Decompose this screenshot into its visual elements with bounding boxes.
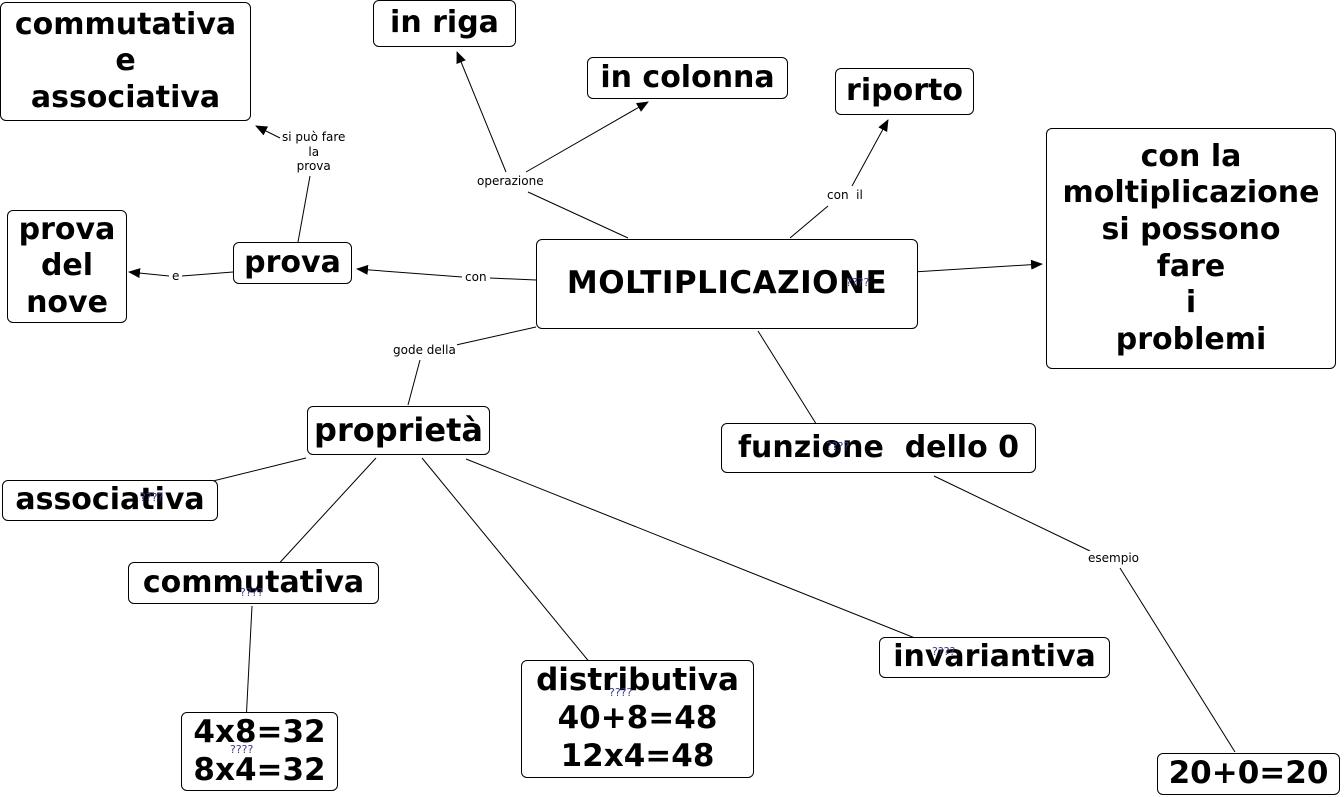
link-label-esempio: esempio [1087, 551, 1140, 566]
node-problemi-line-1: con la [1140, 138, 1242, 174]
node-problemi[interactable]: con la moltiplicazione si possono fare i… [1046, 128, 1336, 369]
placeholder-label-funzione: ???? [826, 440, 850, 453]
node-problemi-line-4: fare [1156, 248, 1226, 284]
placeholder-label-esempio-comm: ???? [230, 743, 254, 756]
placeholder-label-distributiva: ???? [609, 686, 633, 699]
edge-central-gode [455, 326, 537, 346]
node-invariantiva[interactable]: invariantiva [879, 637, 1110, 678]
node-prova-nove-line-2: del [40, 248, 94, 284]
node-comm-assoc-line-2: e [115, 43, 136, 79]
node-distributiva-line-2: 40+8=48 [557, 700, 718, 737]
edge-si-puo-comm-assoc [255, 125, 281, 139]
node-prova-nove-line-1: prova [18, 211, 116, 247]
node-moltiplicazione-label: MOLTIPLICAZIONE [566, 265, 888, 302]
node-in-colonna-label: in colonna [600, 59, 775, 95]
node-esempio-comm-line-2: 8x4=32 [193, 751, 326, 788]
link-label-si-puo-line-3: prova [296, 159, 331, 174]
link-label-si-puo-line-2: la [308, 144, 320, 159]
placeholder-label-problemi: ???? [846, 276, 870, 289]
link-label-con-il: con il [826, 188, 864, 203]
node-distributiva[interactable]: distributiva 40+8=48 12x4=48 [521, 660, 754, 778]
edge-proprieta-commutativa [261, 457, 377, 583]
placeholder-label-invariantiva: ???? [932, 645, 956, 658]
edge-central-con [489, 277, 537, 281]
node-problemi-line-6: problemi [1115, 321, 1267, 357]
link-label-operazione: operazione [476, 174, 545, 189]
node-in-colonna[interactable]: in colonna [587, 57, 788, 99]
node-associativa-label: associativa [15, 482, 205, 518]
node-proprieta-label: proprietà [314, 410, 483, 449]
node-commutativa[interactable]: commutativa [128, 562, 379, 604]
edge-funzione-esempio [933, 475, 1091, 552]
node-moltiplicazione[interactable]: MOLTIPLICAZIONE [536, 239, 918, 329]
placeholder-label-associativa: ???? [140, 491, 164, 504]
link-label-si-puo: si può fare la prova [281, 130, 347, 174]
edge-e-prova-nove [128, 268, 170, 279]
link-label-e: e [171, 269, 181, 284]
placeholder-label-commutativa: ???? [240, 586, 264, 599]
node-commutativa-label: commutativa [142, 564, 365, 600]
node-esempio-zero[interactable]: 20+0=20 [1157, 753, 1340, 795]
node-commutativa-e-associativa[interactable]: commutativa e associativa [0, 2, 251, 121]
edge-gode-proprieta [407, 359, 421, 406]
node-distributiva-line-1: distributiva [536, 662, 739, 699]
node-invariantiva-label: invariantiva [893, 639, 1096, 675]
node-in-riga-label: in riga [390, 5, 499, 41]
node-comm-assoc-line-1: commutativa [14, 6, 237, 42]
node-funzione-dello-0[interactable]: funzione dello 0 [721, 423, 1036, 473]
node-in-riga[interactable]: in riga [373, 0, 516, 47]
edge-operazione-in-riga [456, 51, 507, 173]
node-problemi-line-3: si possono [1101, 211, 1281, 247]
node-problemi-line-2: moltiplicazione [1062, 175, 1320, 211]
edge-prova-e [181, 271, 234, 277]
link-label-gode-della: gode della [392, 343, 457, 358]
node-prova-del-nove[interactable]: prova del nove [7, 210, 127, 323]
node-prova-nove-line-3: nove [26, 284, 108, 320]
node-esempio-comm-line-1: 4x8=32 [193, 714, 326, 751]
node-esempio-commutativa[interactable]: 4x8=32 8x4=32 [181, 712, 338, 791]
node-funzione-label: funzione dello 0 [737, 429, 1020, 465]
node-prova[interactable]: prova [233, 242, 352, 284]
node-riporto-label: riporto [846, 73, 963, 109]
node-distributiva-line-3: 12x4=48 [560, 737, 715, 774]
edge-central-operazione [527, 191, 629, 239]
node-esempio-zero-label: 20+0=20 [1168, 755, 1329, 792]
edge-operazione-in-colonna [525, 101, 649, 173]
node-prova-label: prova [244, 244, 341, 280]
link-label-si-puo-line-1: si può fare [282, 130, 346, 144]
edge-proprieta-invariantiva [465, 458, 951, 653]
edge-central-con-il [789, 205, 829, 239]
link-label-con: con [464, 270, 488, 285]
edge-con-il-riporto [851, 119, 889, 187]
edge-con-prova [356, 264, 463, 278]
node-associativa[interactable]: associativa [2, 480, 218, 521]
edge-esempio-20 [1119, 567, 1236, 753]
node-proprieta[interactable]: proprietà [307, 406, 490, 455]
node-comm-assoc-line-3: associativa [30, 79, 221, 115]
node-riporto[interactable]: riporto [835, 68, 974, 115]
edge-prova-si-puo [297, 175, 311, 243]
node-problemi-line-5: i [1185, 285, 1197, 321]
